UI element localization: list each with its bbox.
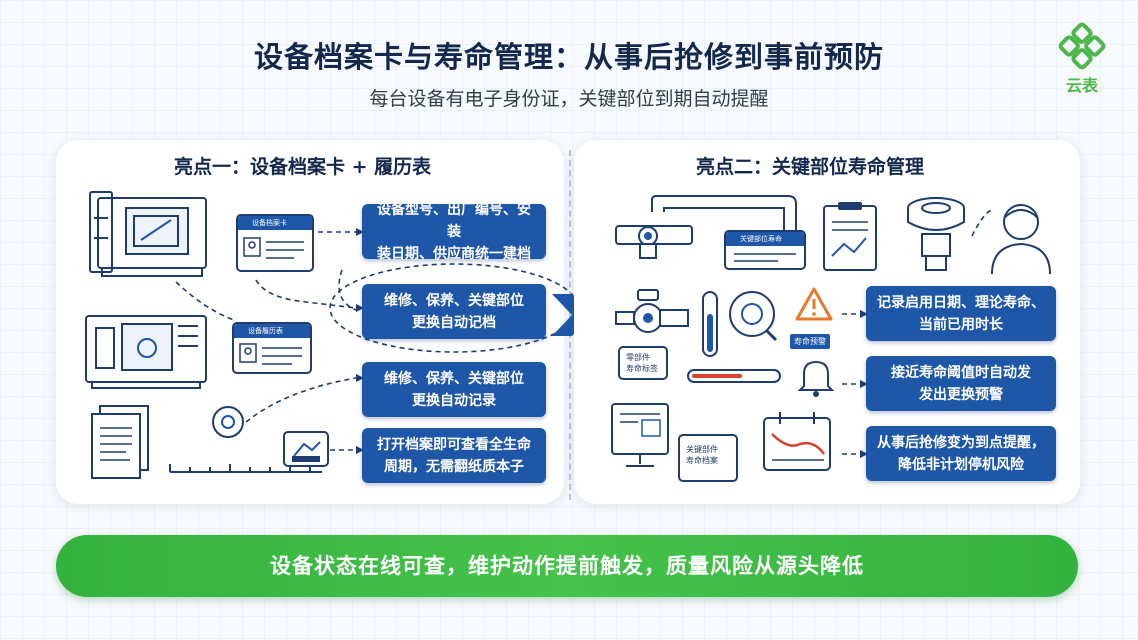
card-text: 发出更换预警 <box>919 386 1003 403</box>
progress-bar-icon <box>687 369 781 383</box>
search-icon <box>729 291 778 342</box>
panel-lifespan-management: 亮点二：关键部位寿命管理 关键部位寿命 <box>574 140 1080 504</box>
info-card-right: 从事后抢修变为到点提醒， 降低非计划停机风险 <box>866 426 1056 481</box>
logo-text: 云表 <box>1065 76 1098 95</box>
approval-stamp-icon <box>283 431 329 467</box>
lifespan-card: 关键部位寿命 <box>724 230 806 270</box>
info-card-right: 接近寿命阈值时自动发发出更换预警 <box>866 356 1056 411</box>
part-tag: 零部件 寿命标签 <box>618 346 668 380</box>
card-text: 从事后抢修变为到点提醒， <box>877 434 1045 451</box>
inspection-gear-icon <box>212 406 244 438</box>
lifespan-archive-doc: 关键部件 寿命档案 <box>678 434 738 482</box>
mini-doc-label: 关键部位寿命 <box>726 232 804 246</box>
gauge-bar-icon <box>702 291 718 357</box>
summary-banner: 设备状态在线可查，维护动作提前触发，质量风险从源头降低 <box>56 535 1078 597</box>
info-card-left: 打开档案即可查看全生命周期，无需翻纸质本子 <box>362 428 546 483</box>
card-text: 设备型号、出厂编号、安装 <box>377 201 531 240</box>
profile-icon <box>239 343 302 365</box>
tag-text: 零部件 <box>626 353 650 362</box>
doc-text: 寿命档案 <box>686 456 718 465</box>
profile-icon <box>243 237 304 259</box>
flow-connectors <box>842 209 993 458</box>
info-card-left: 维修、保养、关键部位更换自动记录 <box>362 362 546 417</box>
card-text: 更换自动记档 <box>412 314 496 331</box>
tag-text: 寿命标签 <box>626 364 658 373</box>
info-card-left: 维修、保养、关键部位更换自动记档 <box>362 284 546 339</box>
valve-icon <box>615 289 689 333</box>
info-card-right: 记录启用日期、理论寿命、当前已用时长 <box>866 286 1056 341</box>
mini-doc-label: 设备履历表 <box>234 324 310 338</box>
user-avatar-icon <box>991 204 1051 275</box>
card-text: 当前已用时长 <box>919 316 1003 333</box>
card-text: 接近寿命阈值时自动发 <box>891 364 1031 381</box>
page-subtitle: 每台设备有电子身份证，关键部位到期自动提醒 <box>369 88 769 110</box>
bell-icon <box>797 360 835 397</box>
bearing-part-icon <box>907 197 965 271</box>
panel-equipment-file: 亮点一：设备档案卡 + 履历表 <box>56 140 579 504</box>
card-text: 记录启用日期、理论寿命、 <box>877 294 1045 311</box>
paper-documents-icon <box>91 405 149 479</box>
monitor-icon <box>611 403 669 467</box>
machine-tool-icon <box>85 315 207 389</box>
card-text: 维修、保养、关键部位 <box>384 292 524 309</box>
trend-chart-icon <box>763 412 831 471</box>
panel-heading-right: 亮点二：关键部位寿命管理 <box>696 156 925 178</box>
panel-heading-left: 亮点一：设备档案卡 + 履历表 <box>174 156 432 178</box>
card-text: 周期，无需翻纸质本子 <box>384 458 524 475</box>
doc-text: 关键部件 <box>686 445 718 454</box>
card-text: 装日期、供应商统一建档 <box>377 245 531 262</box>
equipment-history-card: 设备履历表 <box>232 322 312 374</box>
logo-icon <box>1058 22 1106 70</box>
clipboard-icon <box>823 202 877 271</box>
warning-icon <box>795 287 833 321</box>
mini-doc-label: 设备档案卡 <box>238 216 312 230</box>
lines-icon <box>734 253 796 262</box>
equipment-file-card: 设备档案卡 <box>236 214 314 272</box>
info-card-left: 设备型号、出厂编号、安装装日期、供应商统一建档 <box>362 202 546 262</box>
card-text: 降低非计划停机风险 <box>898 456 1024 473</box>
page-title: 设备档案卡与寿命管理：从事后抢修到事前预防 <box>253 40 884 74</box>
alert-badge: 寿命预警 <box>790 334 830 349</box>
card-text: 打开档案即可查看全生命 <box>377 436 531 453</box>
card-text: 更换自动记录 <box>412 392 496 409</box>
machine-tool-icon <box>89 191 207 277</box>
timeline-ruler-icon <box>169 464 322 473</box>
card-text: 维修、保养、关键部位 <box>384 370 524 387</box>
